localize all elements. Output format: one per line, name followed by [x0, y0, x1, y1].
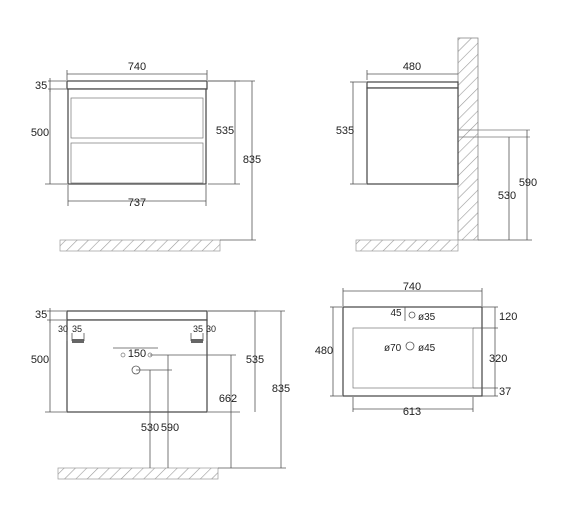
side-view: 480 535 590 530 — [336, 37, 537, 252]
back-hole-left — [120, 352, 126, 358]
back-right-offset-a-label: 35 — [193, 324, 203, 334]
back-right-offset-b-label: 30 — [206, 324, 216, 334]
front-width-bottom-label: 737 — [128, 197, 146, 209]
front-top-thickness-label: 35 — [35, 80, 47, 92]
top-depth-label: 480 — [315, 345, 333, 357]
front-drawer-upper — [70, 97, 204, 139]
front-body-height-label: 535 — [216, 125, 234, 137]
top-tap-offset-label: 45 — [390, 308, 402, 319]
side-floor-hatch — [355, 239, 459, 252]
top-back-margin-label: 120 — [499, 311, 517, 323]
back-dim-530-label: 530 — [141, 422, 159, 434]
top-view: 740 480 45 ø35 120 ø70 ø45 320 37 613 — [315, 281, 518, 418]
back-left-offset-b-label: 35 — [72, 324, 82, 334]
front-cabinet-body — [67, 88, 207, 185]
back-dim-590-label: 590 — [161, 422, 179, 434]
top-drain — [405, 341, 415, 351]
back-floor-hatch — [57, 467, 219, 480]
top-tap-hole-label: ø35 — [418, 312, 436, 323]
front-width-top-label: 740 — [128, 61, 146, 73]
side-cabinet-body — [366, 87, 459, 185]
top-drain-dia-label: ø70 — [384, 343, 402, 354]
back-body-height-label: 535 — [246, 354, 264, 366]
top-inner-basin — [352, 327, 474, 389]
side-depth-label: 480 — [403, 61, 421, 73]
back-holes-spacing-label: 150 — [128, 348, 146, 360]
side-height-label: 535 — [336, 125, 354, 137]
top-basin-width-label: 613 — [403, 406, 421, 418]
top-front-margin-label: 37 — [499, 386, 511, 398]
front-floor-hatch — [59, 239, 221, 252]
front-total-height-label: 835 — [243, 154, 261, 166]
side-wall-height-label: 530 — [498, 190, 516, 202]
front-countertop — [66, 80, 208, 90]
side-countertop — [366, 81, 459, 89]
back-drain-height-label: 662 — [219, 393, 237, 405]
back-countertop — [66, 310, 208, 321]
front-view: 740 35 500 535 835 737 — [31, 61, 261, 252]
back-bracket-right — [191, 339, 203, 343]
top-outer-rim — [342, 306, 483, 397]
back-front-height-label: 500 — [31, 354, 49, 366]
top-basin-depth-label: 320 — [489, 353, 507, 365]
back-total-height-label: 835 — [272, 383, 290, 395]
side-wall-hatch — [457, 37, 479, 241]
top-overflow-dia-label: ø45 — [418, 343, 436, 354]
back-top-thickness-label: 35 — [35, 309, 47, 321]
front-height-label: 500 — [31, 127, 49, 139]
front-drawer-lower — [70, 142, 204, 184]
side-outlet-height-label: 590 — [519, 177, 537, 189]
back-view: 35 500 30 35 35 30 150 535 662 835 — [31, 308, 290, 480]
top-width-label: 740 — [403, 281, 421, 293]
back-left-offset-a-label: 30 — [58, 324, 68, 334]
back-bracket-left — [72, 339, 84, 343]
top-tap-hole — [408, 311, 416, 319]
